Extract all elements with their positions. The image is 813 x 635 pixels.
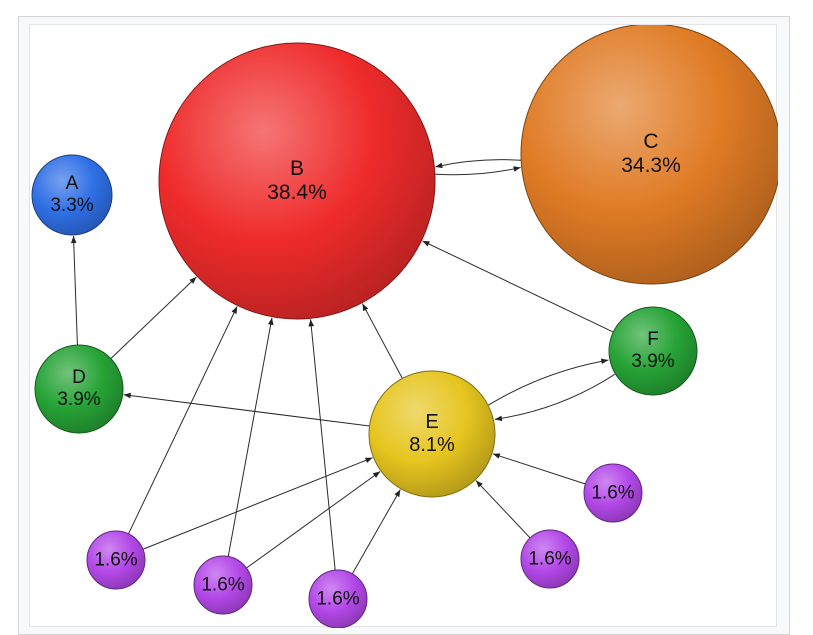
node-a-value: 3.3% bbox=[50, 195, 93, 216]
edge-e-to-b bbox=[361, 303, 403, 379]
node-c: C34.3% bbox=[520, 25, 778, 285]
nodes-layer: A3.3%B38.4%C34.3%D3.9%E8.1%F3.9%1.6%1.6%… bbox=[31, 25, 778, 628]
node-page-2-circle bbox=[193, 555, 253, 615]
edge-p2-to-b bbox=[227, 317, 274, 557]
node-f: F3.9% bbox=[608, 306, 698, 396]
node-d-value: 3.9% bbox=[57, 389, 100, 410]
edge-d-to-b bbox=[110, 276, 197, 359]
node-page-2: 1.6% bbox=[193, 555, 253, 615]
edge-p1-to-e bbox=[142, 457, 373, 550]
node-a-circle bbox=[31, 154, 113, 236]
edge-p4-to-e bbox=[475, 480, 531, 539]
node-page-3-circle bbox=[308, 569, 368, 628]
node-f-label: F bbox=[647, 329, 659, 350]
edge-c-to-b bbox=[435, 159, 522, 169]
node-page-4-value: 1.6% bbox=[528, 549, 571, 570]
node-a: A3.3% bbox=[31, 154, 113, 236]
node-b-label: B bbox=[290, 157, 304, 180]
pagerank-graph: A3.3%B38.4%C34.3%D3.9%E8.1%F3.9%1.6%1.6%… bbox=[31, 25, 778, 628]
node-d-circle bbox=[34, 344, 124, 434]
node-b-circle bbox=[158, 42, 436, 320]
node-page-3-value: 1.6% bbox=[316, 589, 359, 610]
edge-f-to-b bbox=[422, 240, 614, 333]
node-page-1-circle bbox=[86, 530, 146, 590]
edge-p5-to-e bbox=[492, 453, 586, 485]
node-page-1: 1.6% bbox=[86, 530, 146, 590]
edge-p1-to-b bbox=[128, 306, 238, 535]
node-a-label: A bbox=[66, 173, 79, 194]
node-f-value: 3.9% bbox=[631, 351, 674, 372]
node-e-circle bbox=[368, 370, 496, 498]
node-d: D3.9% bbox=[34, 344, 124, 434]
edge-f-to-e bbox=[494, 373, 616, 422]
node-b-value: 38.4% bbox=[267, 181, 327, 204]
node-page-3: 1.6% bbox=[308, 569, 368, 628]
node-e-value: 8.1% bbox=[409, 434, 455, 456]
node-page-1-value: 1.6% bbox=[94, 550, 137, 571]
node-page-4: 1.6% bbox=[520, 529, 580, 589]
edge-p3-to-b bbox=[308, 319, 336, 571]
edge-p3-to-e bbox=[351, 489, 401, 575]
edge-b-to-c bbox=[434, 166, 521, 176]
node-b: B38.4% bbox=[158, 42, 436, 320]
node-e-label: E bbox=[425, 411, 438, 433]
node-page-4-circle bbox=[520, 529, 580, 589]
edge-e-to-f bbox=[488, 358, 609, 406]
node-page-2-value: 1.6% bbox=[201, 575, 244, 596]
node-e: E8.1% bbox=[368, 370, 496, 498]
edge-d-to-a bbox=[70, 235, 78, 346]
edge-p2-to-e bbox=[246, 471, 381, 569]
node-page-5-circle bbox=[583, 463, 643, 523]
edge-e-to-d bbox=[123, 392, 370, 427]
node-d-label: D bbox=[72, 367, 86, 388]
node-c-circle bbox=[520, 25, 778, 285]
node-f-circle bbox=[608, 306, 698, 396]
node-page-5-value: 1.6% bbox=[591, 483, 634, 504]
node-c-label: C bbox=[643, 130, 658, 153]
node-page-5: 1.6% bbox=[583, 463, 643, 523]
node-c-value: 34.3% bbox=[621, 154, 681, 177]
edges-layer bbox=[70, 159, 616, 575]
